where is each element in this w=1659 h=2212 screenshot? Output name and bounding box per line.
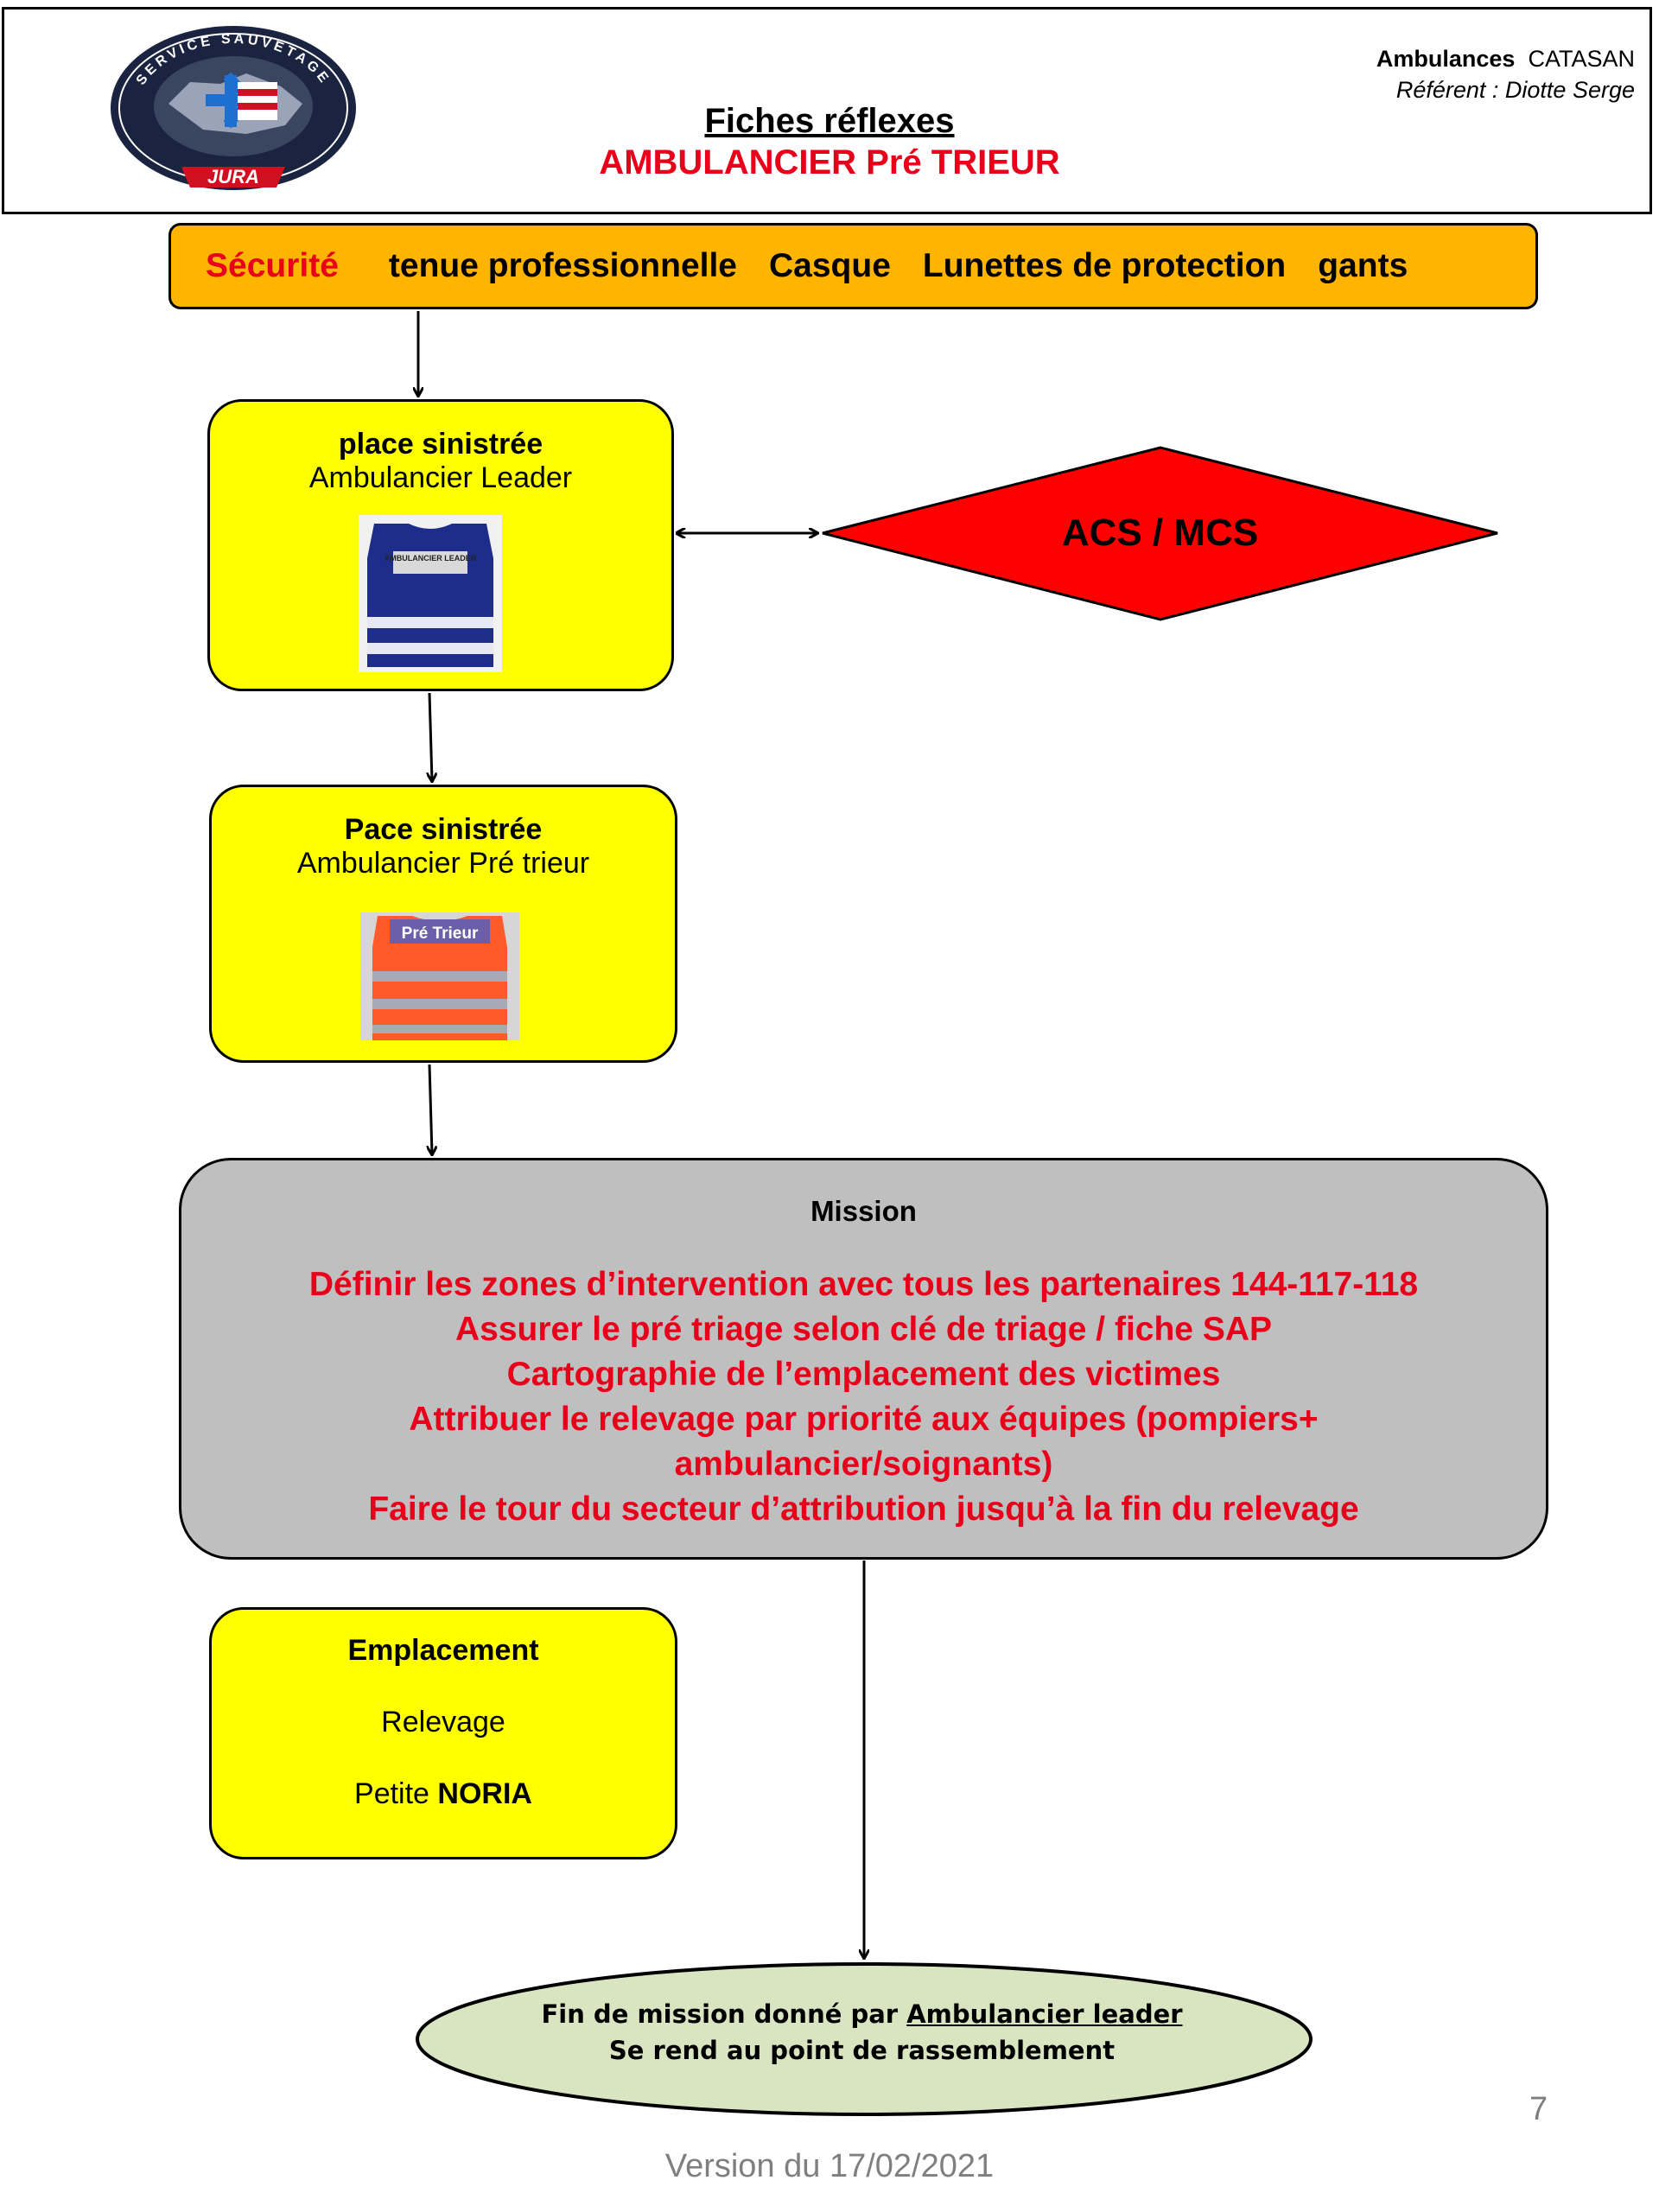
mission-line: Faire le tour du secteur d’attribution j… — [368, 1491, 1359, 1528]
referent: Référent : Diotte Serge — [1395, 77, 1635, 103]
leader-vest-image: AMBULANCIER LEADER — [359, 515, 502, 672]
box-place-sinistree-leader: place sinistrée Ambulancier Leader AMBUL… — [207, 399, 674, 691]
mission-line: Assurer le pré triage selon clé de triag… — [454, 1311, 1273, 1348]
decision-label: ACS / MCS — [1061, 512, 1259, 554]
pre-trieur-vest-image: Pré Trieur — [360, 912, 519, 1040]
mission-box: Mission Définir les zones d’intervention… — [179, 1158, 1548, 1560]
box3-title: Emplacement — [347, 1634, 539, 1667]
arrow-box2-to-mission — [429, 1064, 432, 1154]
page-number: 7 — [1529, 2091, 1548, 2127]
jura-logo: SERVICE SAUVETAGE JURA — [111, 26, 356, 190]
security-label: Sécurité — [206, 247, 339, 284]
organization-info: Ambulances CATASAN Référent : Diotte Ser… — [1376, 43, 1635, 105]
company-name: CATASAN — [1528, 46, 1635, 72]
box3-line2-bold: NORIA — [437, 1777, 532, 1810]
mission-title: Mission — [810, 1195, 917, 1227]
box3-line2-prefix: Petite — [354, 1777, 429, 1810]
page-title: Fiches réflexes — [704, 102, 955, 140]
leader-vest-text: AMBULANCIER LEADER — [385, 554, 477, 563]
decision-diamond — [822, 446, 1498, 621]
logo-bottom-text: JURA — [207, 166, 259, 188]
mission-line: Définir les zones d’intervention avec to… — [308, 1266, 1419, 1303]
security-item: Casque — [769, 247, 891, 284]
version-footer: Version du 17/02/2021 — [664, 2148, 995, 2184]
company-bold: Ambulances — [1376, 46, 1516, 72]
security-item: gants — [1318, 247, 1408, 284]
security-item: tenue professionnelle — [388, 247, 737, 284]
security-bar: Sécurité tenue professionnelle Casque Lu… — [168, 223, 1538, 309]
header-frame — [2, 7, 1652, 214]
end-ellipse — [416, 1962, 1313, 2116]
arrow-box1-to-box2 — [429, 692, 432, 781]
box1-subtitle: Ambulancier Leader — [308, 461, 573, 494]
mission-list: Définir les zones d’intervention avec to… — [233, 1262, 1494, 1532]
end-line1-prefix: Fin de mission donné par — [541, 1999, 899, 2029]
end-line2: Se rend au point de rassemblement — [608, 2036, 1116, 2065]
page-subtitle: AMBULANCIER Pré TRIEUR — [599, 143, 1060, 181]
box-emplacement: Emplacement Relevage Petite NORIA — [209, 1607, 677, 1859]
pre-trieur-vest-text: Pré Trieur — [402, 925, 479, 943]
box3-line1: Relevage — [381, 1706, 505, 1738]
end-line1-link: Ambulancier leader — [906, 1999, 1183, 2029]
box2-subtitle: Ambulancier Pré trieur — [296, 847, 590, 880]
mission-line: Cartographie de l’emplacement des victim… — [506, 1356, 1221, 1393]
box1-title: place sinistrée — [338, 428, 543, 461]
box2-title: Pace sinistrée — [344, 813, 543, 846]
security-item: Lunettes de protection — [922, 247, 1287, 284]
box-place-sinistree-pre-trieur: Pace sinistrée Ambulancier Pré trieur Pr… — [209, 785, 677, 1063]
mission-line: Attribuer le relevage par priorité aux é… — [409, 1401, 1319, 1483]
end-text: Fin de mission donné par Ambulancier lea… — [419, 1996, 1305, 2069]
